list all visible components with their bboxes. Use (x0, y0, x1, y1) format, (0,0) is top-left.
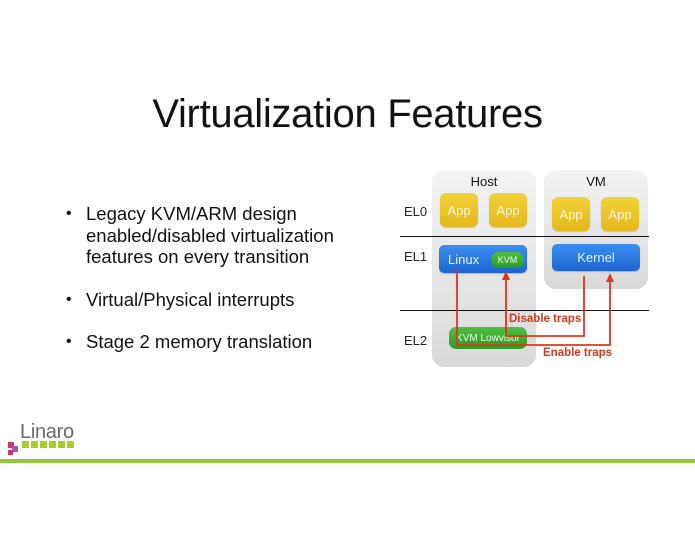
el2-label: EL2 (404, 333, 428, 348)
arrowhead-up-icon (502, 271, 510, 280)
bullet-item: • Legacy KVM/ARM design enabled/disabled… (66, 203, 356, 268)
vm-app-box: App (601, 197, 639, 231)
vm-app-box: App (552, 197, 590, 231)
kvm-module: KVM (491, 252, 524, 268)
bullet-marker: • (66, 290, 72, 308)
lowvisor-label: KVM Lowvisor (456, 332, 520, 344)
disable-traps-arrow (505, 276, 585, 337)
el1-label: EL1 (404, 249, 428, 264)
enable-traps-label: Enable traps (543, 347, 613, 359)
host-kernel-linux: Linux KVM (439, 245, 527, 273)
el1-el2-divider (400, 310, 649, 312)
bullet-item: • Stage 2 memory translation (66, 331, 356, 353)
vm-kernel: Kernel (552, 244, 640, 271)
bullet-list: • Legacy KVM/ARM design enabled/disabled… (66, 203, 356, 374)
el0-el1-divider (400, 236, 649, 238)
arrowhead-up-icon (606, 273, 614, 282)
bullet-text: Stage 2 memory translation (86, 331, 313, 352)
host-app-box: App (489, 193, 527, 227)
host-title: Host (470, 174, 498, 189)
linux-label: Linux (448, 252, 480, 267)
vm-title: VM (586, 174, 606, 189)
disable-traps-label: Disable traps (509, 313, 582, 325)
slide-title: Virtualization Features (152, 92, 543, 136)
bullet-text: Legacy KVM/ARM design enabled/disabled v… (86, 203, 334, 267)
kvm-lowvisor: KVM Lowvisor (449, 327, 527, 349)
el0-label: EL0 (404, 204, 428, 219)
logo-text: Linaro (20, 421, 74, 443)
vm-kernel-label: Kernel (577, 250, 615, 265)
bullet-marker: • (66, 205, 72, 222)
host-app-box: App (440, 193, 478, 227)
enable-traps-arrow (456, 270, 611, 346)
footer-accent-line (0, 459, 695, 463)
bullet-marker: • (66, 333, 72, 350)
bullet-item: • Virtual/Physical interrupts (66, 289, 356, 311)
bullet-text: Virtual/Physical interrupts (86, 288, 295, 310)
kvm-label: KVM (497, 255, 518, 265)
